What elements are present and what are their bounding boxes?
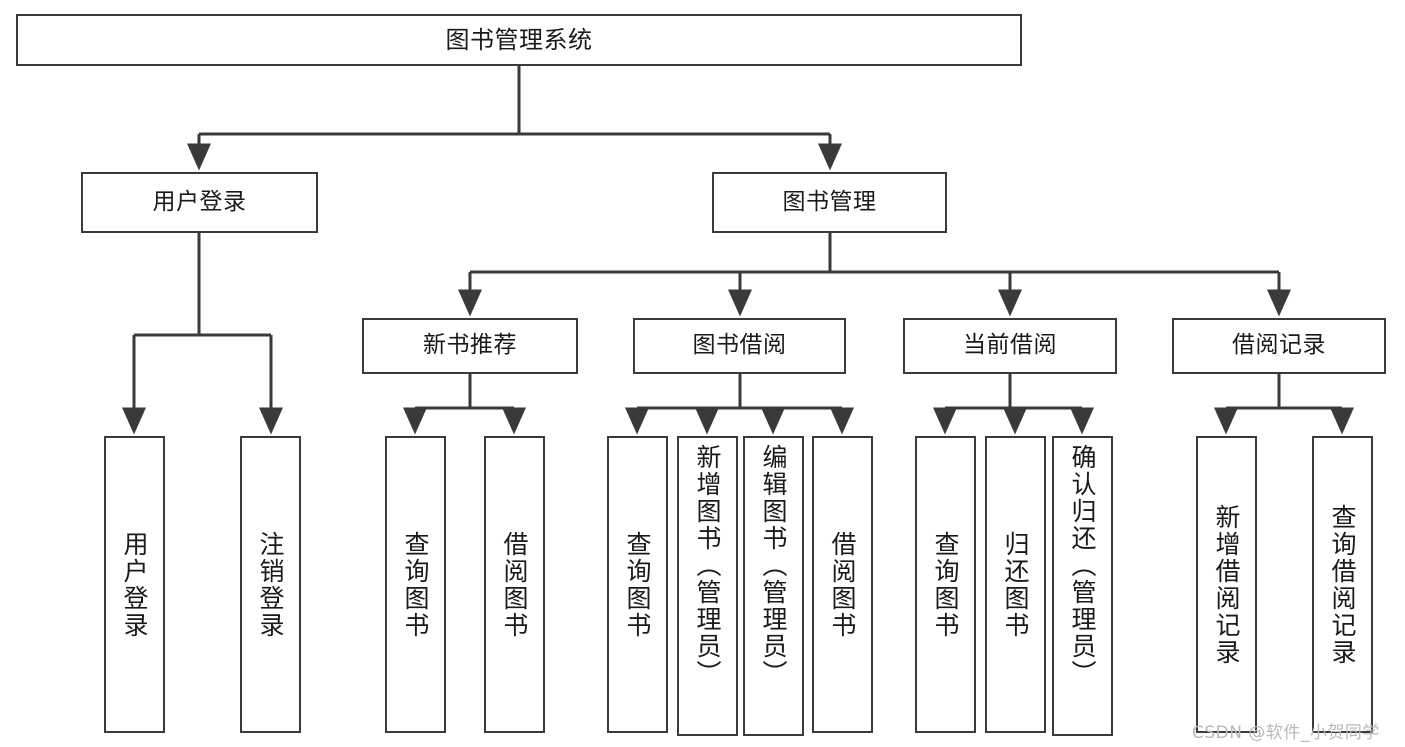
leaf-query-borrow-record-label: 查询借阅记录	[1328, 503, 1357, 666]
leaf-logout-label: 注销登录	[256, 530, 285, 639]
leaf-user-login-label: 用户登录	[120, 530, 149, 639]
leaf-borrow-books-new-label: 借阅图书	[500, 530, 529, 639]
node-borrowing-records-label: 借阅记录	[1232, 332, 1326, 359]
leaf-query-books-borrowing-label: 查询图书	[623, 530, 652, 639]
leaf-add-book-admin[interactable]: 新增图书（管理员）	[677, 436, 738, 736]
leaf-confirm-return-admin-label: 确认归还（管理员）	[1068, 444, 1097, 687]
leaf-return-books[interactable]: 归还图书	[985, 436, 1046, 733]
leaf-user-login[interactable]: 用户登录	[104, 436, 165, 733]
node-user-login-label: 用户登录	[152, 188, 247, 215]
leaf-add-borrow-record[interactable]: 新增借阅记录	[1196, 436, 1257, 733]
leaf-borrow-books-borrowing[interactable]: 借阅图书	[812, 436, 873, 733]
leaf-return-books-label: 归还图书	[1001, 530, 1030, 639]
node-book-management[interactable]: 图书管理	[712, 172, 947, 233]
leaf-query-books-new-label: 查询图书	[401, 530, 430, 639]
leaf-query-books-current[interactable]: 查询图书	[915, 436, 976, 733]
leaf-query-borrow-record[interactable]: 查询借阅记录	[1312, 436, 1373, 733]
node-new-book-recommendation-label: 新书推荐	[423, 332, 517, 359]
node-book-management-label: 图书管理	[782, 188, 877, 215]
node-book-borrowing[interactable]: 图书借阅	[633, 318, 846, 374]
node-root-book-management-system[interactable]: 图书管理系统	[16, 14, 1022, 66]
leaf-add-borrow-record-label: 新增借阅记录	[1212, 503, 1241, 666]
node-root-label: 图书管理系统	[445, 25, 593, 54]
leaf-confirm-return-admin[interactable]: 确认归还（管理员）	[1052, 436, 1113, 736]
leaf-query-books-borrowing[interactable]: 查询图书	[607, 436, 668, 733]
leaf-edit-book-admin-label: 编辑图书（管理员）	[759, 444, 788, 687]
leaf-logout[interactable]: 注销登录	[240, 436, 301, 733]
leaf-borrow-books-borrowing-label: 借阅图书	[828, 530, 857, 639]
node-current-borrowing[interactable]: 当前借阅	[903, 318, 1117, 374]
leaf-add-book-admin-label: 新增图书（管理员）	[693, 444, 722, 687]
node-borrowing-records[interactable]: 借阅记录	[1172, 318, 1386, 374]
leaf-edit-book-admin[interactable]: 编辑图书（管理员）	[743, 436, 804, 736]
watermark: CSDN @软件_小贺同学	[1192, 723, 1380, 743]
node-book-borrowing-label: 图书借阅	[692, 332, 787, 359]
node-current-borrowing-label: 当前借阅	[963, 332, 1057, 359]
leaf-borrow-books-new[interactable]: 借阅图书	[484, 436, 545, 733]
leaf-query-books-new[interactable]: 查询图书	[385, 436, 446, 733]
node-new-book-recommendation[interactable]: 新书推荐	[362, 318, 578, 374]
node-user-login[interactable]: 用户登录	[81, 172, 318, 233]
leaf-query-books-current-label: 查询图书	[931, 530, 960, 639]
